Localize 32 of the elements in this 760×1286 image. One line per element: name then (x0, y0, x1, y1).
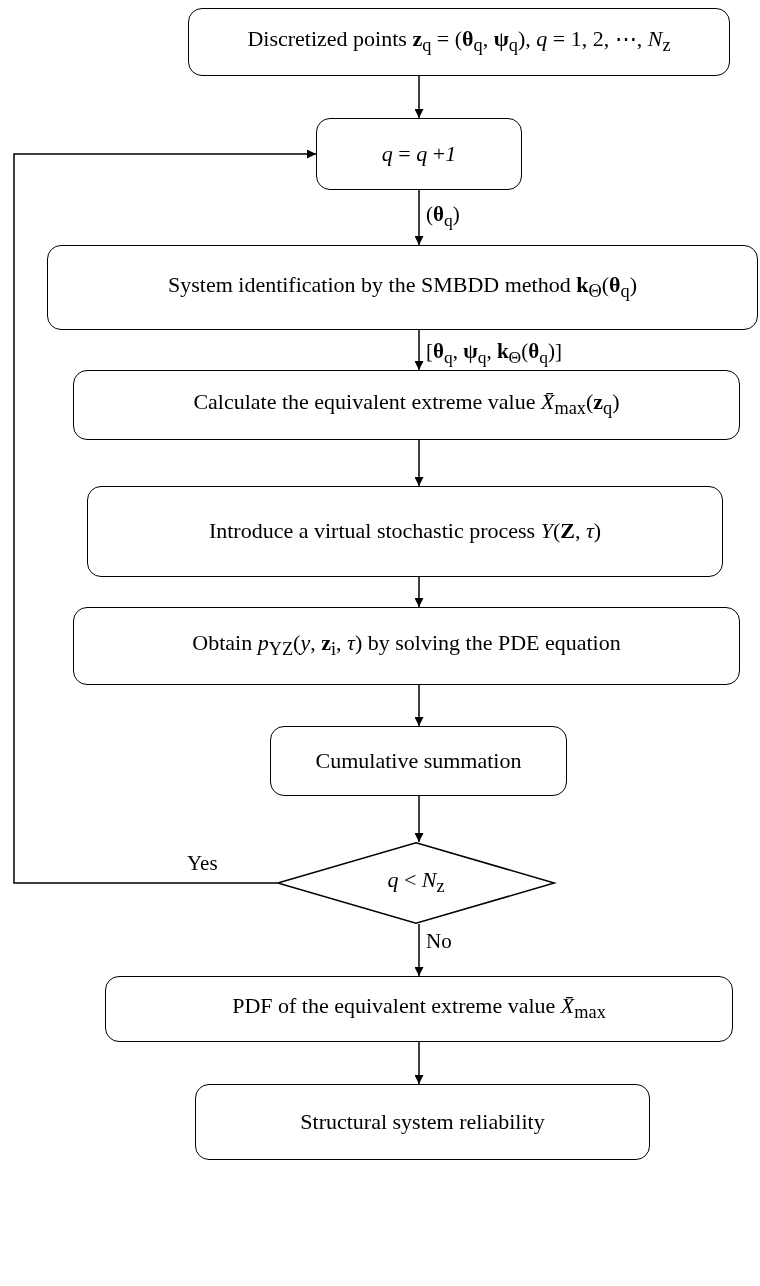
edge-label: (θ$_{q}$) (424, 203, 462, 231)
process-box (195, 1084, 650, 1160)
process-box (188, 8, 730, 76)
process-box (87, 486, 723, 577)
node-text: Structural system reliability (300, 1108, 545, 1136)
process-box (73, 370, 740, 440)
decision-diamond (277, 842, 555, 924)
arrow (414, 684, 424, 727)
node-text: System identification by the SMBDD method k$_{Θ}$(θ$_{q}$) (168, 271, 637, 304)
arrow (13, 149, 317, 884)
process-box (47, 245, 758, 330)
node-text: Introduce a virtual stochastic process Y(Z, τ) (208, 518, 602, 545)
node-text: q = q +1 (381, 140, 457, 168)
arrow (414, 1041, 424, 1085)
arrow (414, 923, 424, 977)
process-box (316, 118, 522, 190)
arrow (414, 329, 424, 371)
node-text: Cumulative summation (315, 747, 522, 775)
arrow (414, 189, 424, 246)
node-text: q < N$_{z}$ (387, 867, 445, 899)
arrow (414, 795, 424, 843)
node-text: Discretized points z$_{q}$ = (θ$_{q}$, ψ$_{q}$), q = 1, 2, ⋯, N$_{z}$ (247, 26, 671, 58)
process-box (270, 726, 567, 796)
node-text: PDF of the equivalent extreme value X̄$_{max}$ (232, 993, 606, 1025)
arrow (414, 576, 424, 608)
process-box (105, 976, 733, 1042)
node-text: Obtain p$_{YZ}$(y, z$_{i}$, τ) by solving the PDE equation (192, 630, 621, 662)
node-text: Calculate the equivalent extreme value X̄$_{max}$(z$_{q}$) (193, 389, 620, 421)
arrow (414, 439, 424, 487)
process-box (73, 607, 740, 685)
edge-label: [θ$_{q}$, ψ$_{q}$, k$_{Θ}$(θ$_{q}$)] (424, 340, 564, 368)
arrow (414, 75, 424, 119)
